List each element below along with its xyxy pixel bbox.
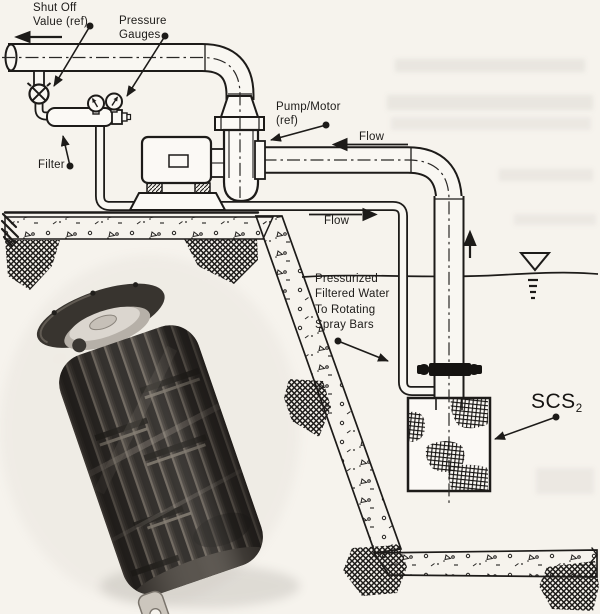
label-pump-motor: Pump/Motor(ref) — [276, 101, 341, 128]
soil-left-of-slab — [5, 240, 60, 290]
leader-filter — [60, 135, 71, 167]
concrete-slab — [4, 216, 275, 240]
filter-body — [46, 107, 114, 127]
label-spray-line2: Filtered Water — [315, 288, 390, 301]
water-level-dashes — [528, 278, 538, 300]
drum-knob — [72, 338, 87, 353]
label-spray-line3: To Rotating — [315, 303, 376, 316]
drum-foot-hole — [149, 608, 162, 614]
label-pressure-line2: Gauges — [119, 28, 161, 41]
label-shut-off-line1: Shut Off — [33, 2, 77, 14]
water-surface — [301, 252, 599, 300]
valve-cross — [31, 86, 47, 102]
filter-nipple — [121, 112, 128, 122]
drum-hub — [89, 314, 117, 331]
valve-filter-assembly — [26, 70, 132, 127]
label-scs: SCS2 — [531, 390, 582, 415]
screen-mesh-blobs — [409, 399, 488, 490]
pump-suction-flange — [254, 140, 266, 180]
water-level-marker — [518, 252, 552, 272]
label-filter: Filter — [38, 159, 65, 171]
leader-scs — [494, 416, 557, 440]
print-bleed-smudges — [387, 59, 596, 494]
flange-studs — [51, 282, 139, 316]
spray-supply-pipe — [95, 124, 441, 396]
leader-shut-off-valve — [53, 25, 91, 87]
label-flow-upper: Flow — [359, 131, 385, 143]
label-pump-motor-line1: Pump/Motor — [276, 101, 341, 113]
label-pump-motor-line2: (ref) — [276, 114, 299, 127]
label-pressure-line1: Pressure — [119, 15, 167, 27]
pump-pedestal — [128, 192, 227, 211]
soil-behind-wall — [284, 379, 331, 437]
motor-foot-left — [146, 182, 163, 194]
ground-structure — [0, 211, 599, 611]
drum-surface-detail — [59, 325, 270, 603]
label-flow-lower: Flow — [324, 215, 350, 227]
flange-rim-highlight — [39, 294, 91, 344]
flow-arrows — [14, 30, 477, 258]
motor-nameplate — [168, 154, 189, 168]
drum-highlight-crescent — [52, 353, 67, 364]
label-shut-off-line2: Value (ref) — [33, 15, 89, 28]
pipe-centerline-discharge — [2, 56, 241, 198]
photo-screen-drum — [0, 255, 300, 614]
pump-assembly — [128, 95, 266, 211]
label-spray-line4: Spray Bars — [315, 318, 374, 331]
label-scs-subscript: 2 — [575, 403, 583, 415]
leader-pressure-gauges — [126, 35, 166, 97]
water-line — [301, 271, 599, 278]
gauge-needle-1 — [91, 97, 99, 108]
soil-hatch — [5, 239, 599, 611]
soil-floor-right — [539, 561, 599, 611]
label-spray-line1: Pressurized — [315, 273, 378, 285]
leader-spray-water — [337, 340, 389, 362]
valve-nubs — [26, 82, 52, 87]
gauge-needle-2 — [111, 96, 119, 106]
pipe-centerline-suction — [240, 159, 450, 503]
flange-coupling-bolts — [417, 363, 482, 376]
motor-foot-right — [194, 182, 211, 194]
label-scs-text: SCS — [531, 390, 576, 413]
sloped-basin-wall — [254, 215, 403, 554]
volute-contours — [228, 131, 254, 178]
filter-nipple-cap — [126, 113, 132, 121]
flange-ticks — [220, 118, 260, 129]
pump-volute — [222, 128, 260, 203]
leader-pump-motor — [270, 124, 327, 142]
soil-floor-junction — [343, 545, 407, 596]
soil-right-of-slab — [184, 239, 258, 284]
leader-lines — [53, 22, 560, 440]
